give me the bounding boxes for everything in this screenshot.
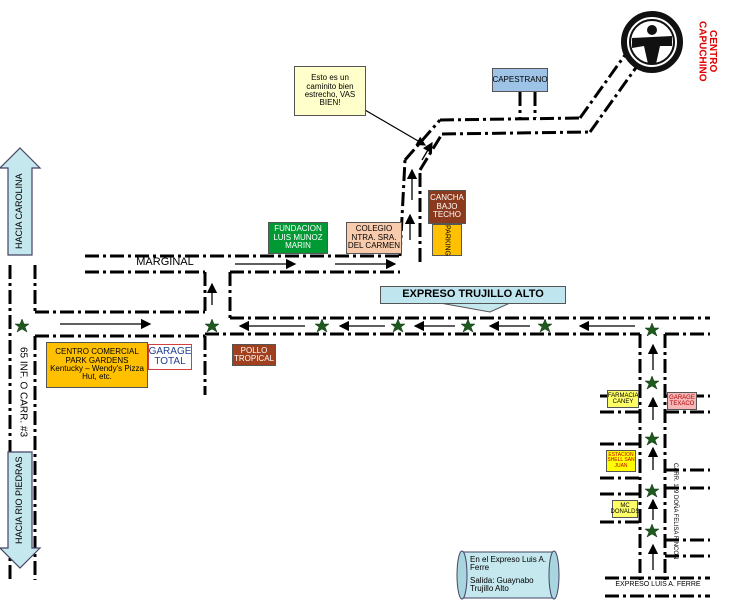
expreso-arrow [439,302,511,313]
fundacion-box: FUNDACION LUIS MUNOZ MARIN [268,222,328,254]
hacia-carolina-label: HACIA CAROLINA [14,173,25,249]
capestrano-box: CAPESTRANO [492,68,548,92]
star-icon [537,318,553,333]
cancha-box: CANCHA BAJO TECHO [428,190,466,224]
intersection-stars [14,318,660,538]
carr-65-label: 65 INF. O CARR. #3 [17,346,29,438]
marginal-label: MARGINAL [136,256,194,268]
centro-comercial-box: CENTRO COMERCIAL PARK GARDENS Kentucky –… [46,342,148,388]
star-icon [644,431,660,446]
mcdonalds-box: MC DONALDS [611,500,640,518]
hacia-rio-piedras-label: HACIA RIO PIEDRAS [14,456,25,544]
star-icon [314,318,330,333]
star-icon [644,483,660,498]
expreso-ferre-label: EXPRESO LUIS A. FERRE [615,581,701,588]
star-icon [204,318,220,333]
traffic-arrows [60,141,659,570]
arrow-hacia-carolina [0,147,42,256]
pollo-tropical-box: POLLO TROPICAL [232,344,276,366]
scroll-note-shape [456,550,560,600]
callout-note: Esto es un caminito bien estrecho, VAS B… [294,66,366,116]
arrow-hacia-rio-piedras [0,451,42,569]
scroll-line-1: En el Expreso Luis A. Ferre [470,555,547,573]
expreso-trujillo-banner: EXPRESO TRUJILLO ALTO [380,286,566,304]
star-icon [460,318,476,333]
colegio-box: COLEGIO NTRA. SRA. DEL CARMEN [346,222,402,254]
star-icon [390,318,406,333]
garage-total-box: GARAGE TOTAL [148,344,192,370]
star-icon [644,322,660,337]
star-icon [644,523,660,538]
roads [8,54,710,598]
callout-pointer [364,109,427,146]
carr-199-label: CARR. 199 DOÑA FELISA RINCON [672,462,679,560]
capuchino-logo-icon [621,11,683,73]
parking-box: PARKING [432,224,462,256]
scroll-line-2: Salida: Guaynabo Trujillo Alto [470,575,534,594]
scroll-note-text: En el Expreso Luis A. Ferre Salida: Guay… [470,555,550,594]
farmacia-box: FARMACIA CANEY [607,390,639,408]
garage-texaco-box: GARAGE TEXACO [667,392,697,410]
shell-box: ESTACION SHELL SAN JUAN [606,450,636,472]
centro-capuchino-label: CENTRO CAPUCHINO [696,20,719,82]
star-icon [14,318,30,333]
star-icon [644,375,660,390]
